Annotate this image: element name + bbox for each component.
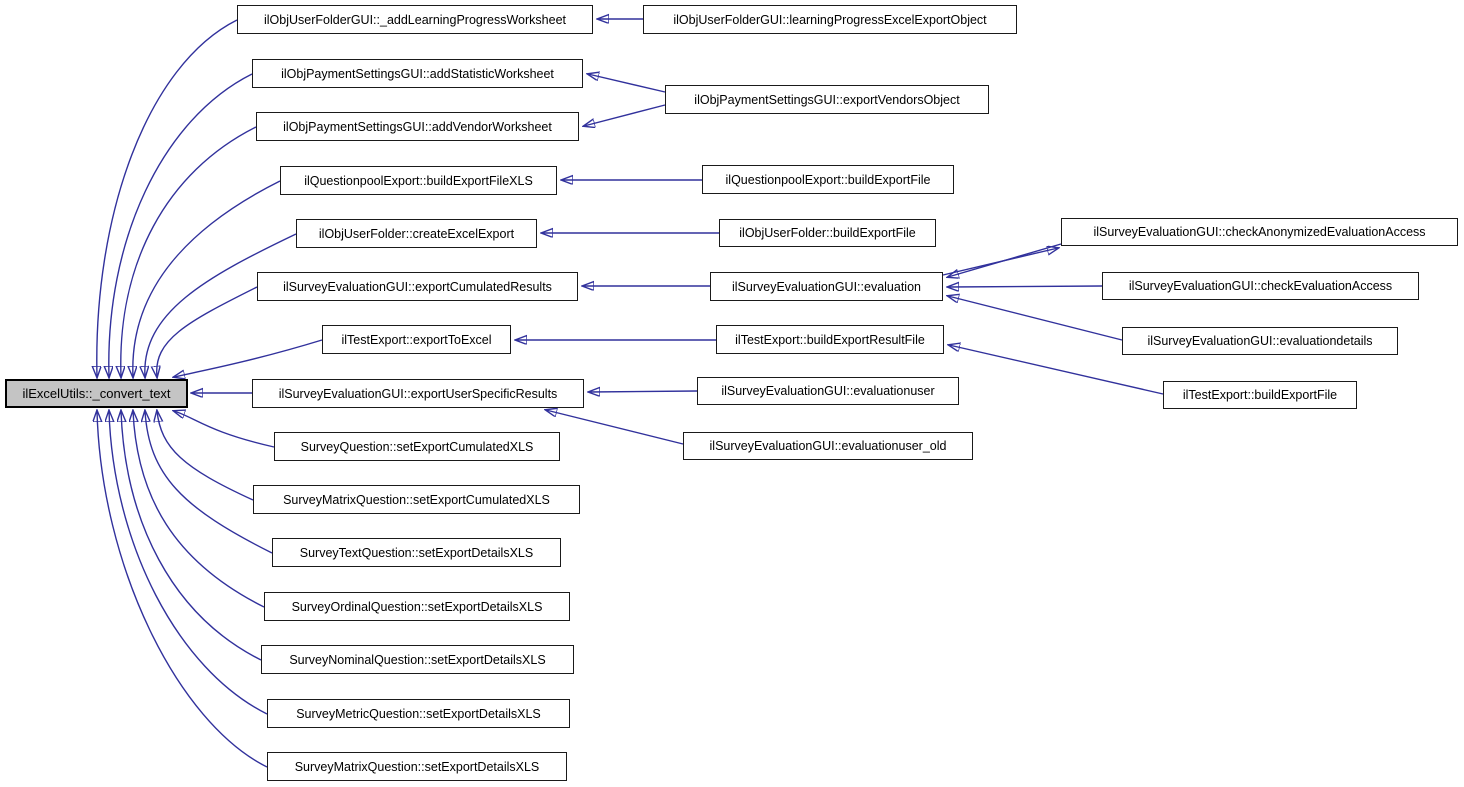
edge-checkEvaluationAccess-to-evaluation [948, 286, 1103, 287]
edge-addLearningProgressWorksheet-to-convert_text [97, 19, 238, 377]
edge-addStatisticWorksheet-to-convert_text [109, 73, 253, 377]
edges-group [97, 19, 1164, 768]
node-label: ilTestExport::buildExportFile [1182, 388, 1338, 402]
edge-evaluationuser-to-exportUserSpecificResults [589, 391, 698, 392]
edge-setExportDetailsXLS_nominal-to-convert_text [121, 411, 262, 661]
node-label: ilSurveyEvaluationGUI::exportCumulatedRe… [283, 279, 552, 294]
node-label: ilObjUserFolderGUI::learningProgressExce… [673, 12, 987, 27]
node-label: ilExcelUtils::_convert_text [22, 386, 171, 401]
graph-node-convert_text: ilExcelUtils::_convert_text [5, 379, 188, 408]
edge-exportCumulatedResults-to-convert_text [157, 286, 258, 377]
graph-node-evaluation[interactable]: ilSurveyEvaluationGUI::evaluation [710, 272, 943, 301]
node-label: ilSurveyEvaluationGUI::evaluationuser [721, 384, 935, 398]
edge-setExportDetailsXLS_metric-to-convert_text [109, 411, 268, 715]
edge-setExportDetailsXLS_matrix-to-convert_text [97, 411, 268, 768]
node-label: SurveyNominalQuestion::setExportDetailsX… [289, 652, 546, 667]
graph-node-setExportDetailsXLS_ordinal[interactable]: SurveyOrdinalQuestion::setExportDetailsX… [264, 592, 570, 621]
graph-node-buildExportFile_test[interactable]: ilTestExport::buildExportFile [1163, 381, 1357, 409]
node-label: ilSurveyEvaluationGUI::checkEvaluationAc… [1128, 279, 1393, 293]
node-label: SurveyMetricQuestion::setExportDetailsXL… [296, 706, 541, 721]
graph-node-exportVendorsObject[interactable]: ilObjPaymentSettingsGUI::exportVendorsOb… [665, 85, 989, 114]
edge-evaluationdetails-to-evaluation [948, 296, 1123, 341]
graph-node-buildExportFile_userfolder[interactable]: ilObjUserFolder::buildExportFile [719, 219, 936, 247]
edge-addVendorWorksheet-to-convert_text [121, 126, 257, 377]
graph-node-evaluationdetails[interactable]: ilSurveyEvaluationGUI::evaluationdetails [1122, 327, 1398, 355]
node-label: ilSurveyEvaluationGUI::exportUserSpecifi… [278, 386, 558, 401]
node-label: SurveyMatrixQuestion::setExportCumulated… [283, 492, 550, 507]
graph-node-buildExportFileXLS[interactable]: ilQuestionpoolExport::buildExportFileXLS [280, 166, 557, 195]
node-label: ilSurveyEvaluationGUI::checkAnonymizedEv… [1093, 225, 1426, 239]
node-label: ilObjPaymentSettingsGUI::addStatisticWor… [281, 66, 554, 81]
graph-node-setExportDetailsXLS_text[interactable]: SurveyTextQuestion::setExportDetailsXLS [272, 538, 561, 567]
node-label: ilObjPaymentSettingsGUI::exportVendorsOb… [694, 92, 960, 107]
edge-exportToExcel-to-convert_text [174, 339, 323, 377]
graph-node-setExportDetailsXLS_metric[interactable]: SurveyMetricQuestion::setExportDetailsXL… [267, 699, 570, 728]
edge-evaluationuser_old-to-exportUserSpecificResults [546, 410, 684, 445]
graph-node-createExcelExport[interactable]: ilObjUserFolder::createExcelExport [296, 219, 537, 248]
edge-buildExportFileXLS-to-convert_text [133, 180, 281, 377]
edge-exportVendorsObject-to-addVendorWorksheet [584, 104, 666, 126]
graph-node-setExportDetailsXLS_nominal[interactable]: SurveyNominalQuestion::setExportDetailsX… [261, 645, 574, 674]
node-label: ilQuestionpoolExport::buildExportFileXLS [304, 173, 533, 188]
graph-node-buildExportFile_qpl[interactable]: ilQuestionpoolExport::buildExportFile [702, 165, 954, 194]
graph-node-learningProgressExcelExportObject[interactable]: ilObjUserFolderGUI::learningProgressExce… [643, 5, 1017, 34]
graph-node-setExportDetailsXLS_matrix[interactable]: SurveyMatrixQuestion::setExportDetailsXL… [267, 752, 567, 781]
node-label: ilSurveyEvaluationGUI::evaluation [732, 279, 921, 294]
graph-node-buildExportResultFile[interactable]: ilTestExport::buildExportResultFile [716, 325, 944, 354]
graph-node-setExportCumulatedXLS_matrix[interactable]: SurveyMatrixQuestion::setExportCumulated… [253, 485, 580, 514]
node-label: ilObjUserFolder::buildExportFile [739, 226, 916, 240]
graph-node-exportCumulatedResults[interactable]: ilSurveyEvaluationGUI::exportCumulatedRe… [257, 272, 578, 301]
edge-evaluation-to-checkAnonymizedEvaluationAccess [942, 248, 1058, 276]
node-label: ilTestExport::exportToExcel [341, 332, 492, 347]
graph-node-addLearningProgressWorksheet[interactable]: ilObjUserFolderGUI::_addLearningProgress… [237, 5, 593, 34]
node-label: SurveyQuestion::setExportCumulatedXLS [300, 439, 534, 454]
node-label: SurveyMatrixQuestion::setExportDetailsXL… [294, 759, 540, 774]
node-label: ilTestExport::buildExportResultFile [735, 332, 925, 347]
node-label: ilSurveyEvaluationGUI::evaluationuser_ol… [709, 439, 947, 453]
edge-setExportCumulatedXLS_matrix-to-convert_text [157, 411, 254, 501]
graph-node-evaluationuser[interactable]: ilSurveyEvaluationGUI::evaluationuser [697, 377, 959, 405]
node-label: SurveyTextQuestion::setExportDetailsXLS [299, 545, 534, 560]
graph-node-setExportCumulatedXLS_q[interactable]: SurveyQuestion::setExportCumulatedXLS [274, 432, 560, 461]
node-label: ilSurveyEvaluationGUI::evaluationdetails [1147, 334, 1373, 348]
graph-node-exportUserSpecificResults[interactable]: ilSurveyEvaluationGUI::exportUserSpecifi… [252, 379, 584, 408]
graph-node-checkAnonymizedEvaluationAccess[interactable]: ilSurveyEvaluationGUI::checkAnonymizedEv… [1061, 218, 1458, 246]
node-label: ilQuestionpoolExport::buildExportFile [725, 172, 931, 187]
edge-exportVendorsObject-to-addStatisticWorksheet [588, 74, 666, 93]
graph-node-addVendorWorksheet[interactable]: ilObjPaymentSettingsGUI::addVendorWorksh… [256, 112, 579, 141]
graph-node-exportToExcel[interactable]: ilTestExport::exportToExcel [322, 325, 511, 354]
graph-node-evaluationuser_old[interactable]: ilSurveyEvaluationGUI::evaluationuser_ol… [683, 432, 973, 460]
edge-setExportDetailsXLS_ordinal-to-convert_text [133, 411, 265, 608]
edge-setExportCumulatedXLS_q-to-convert_text [174, 411, 275, 448]
node-label: ilObjUserFolderGUI::_addLearningProgress… [264, 12, 566, 27]
node-label: SurveyOrdinalQuestion::setExportDetailsX… [291, 599, 543, 614]
node-label: ilObjPaymentSettingsGUI::addVendorWorksh… [283, 119, 552, 134]
graph-node-addStatisticWorksheet[interactable]: ilObjPaymentSettingsGUI::addStatisticWor… [252, 59, 583, 88]
edge-createExcelExport-to-convert_text [145, 233, 297, 377]
edge-setExportDetailsXLS_text-to-convert_text [145, 411, 273, 554]
graph-node-checkEvaluationAccess[interactable]: ilSurveyEvaluationGUI::checkEvaluationAc… [1102, 272, 1419, 300]
edge-buildExportFile_test-to-buildExportResultFile [949, 345, 1164, 395]
node-label: ilObjUserFolder::createExcelExport [318, 226, 515, 241]
